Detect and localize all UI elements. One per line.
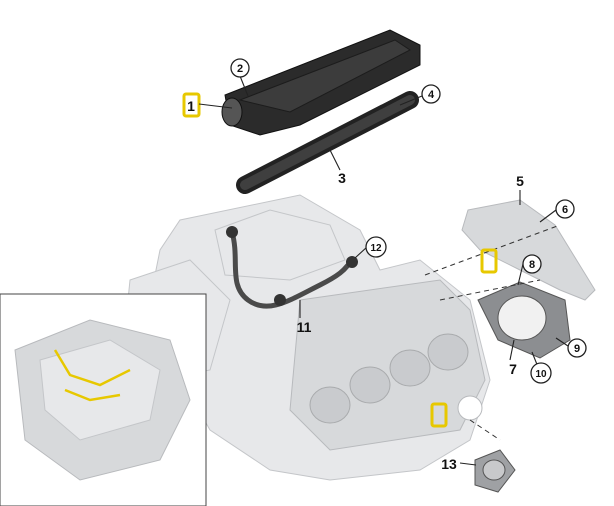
cylinder-bores	[309, 333, 469, 424]
callout-9: 9	[567, 338, 587, 358]
callout-7: 7	[509, 361, 517, 377]
svg-text:9: 9	[574, 343, 580, 355]
timing-cover	[461, 199, 596, 301]
svg-text:7: 7	[509, 361, 517, 377]
breather-hose	[226, 226, 358, 309]
callout-3: 3	[338, 170, 346, 186]
highlight-markers	[182, 92, 498, 428]
callout-12: 12	[365, 236, 387, 258]
callout-4: 4	[421, 84, 441, 104]
inset-overview	[0, 293, 207, 506]
svg-text:3: 3	[338, 170, 346, 186]
alignment-lines	[424, 224, 561, 441]
callout-1: 1	[187, 98, 195, 114]
intake-cover	[221, 29, 421, 136]
coolant-tube	[236, 91, 419, 194]
svg-text:13: 13	[441, 456, 457, 472]
small-cover	[474, 449, 516, 493]
svg-text:5: 5	[516, 173, 524, 189]
svg-text:1: 1	[187, 98, 195, 114]
callout-8: 8	[522, 254, 542, 274]
callout-13: 13	[441, 456, 457, 472]
callout-11: 11	[297, 319, 312, 335]
callout-2: 2	[230, 58, 250, 78]
callout-10: 10	[530, 362, 552, 384]
svg-text:11: 11	[297, 319, 312, 335]
svg-text:10: 10	[535, 369, 547, 380]
svg-text:12: 12	[370, 243, 382, 254]
callout-5: 5	[516, 173, 524, 189]
svg-text:8: 8	[529, 259, 535, 271]
callout-6: 6	[555, 199, 575, 219]
svg-text:6: 6	[562, 204, 568, 216]
svg-text:2: 2	[237, 63, 243, 75]
svg-text:4: 4	[428, 89, 435, 101]
seal-carrier	[477, 281, 571, 359]
